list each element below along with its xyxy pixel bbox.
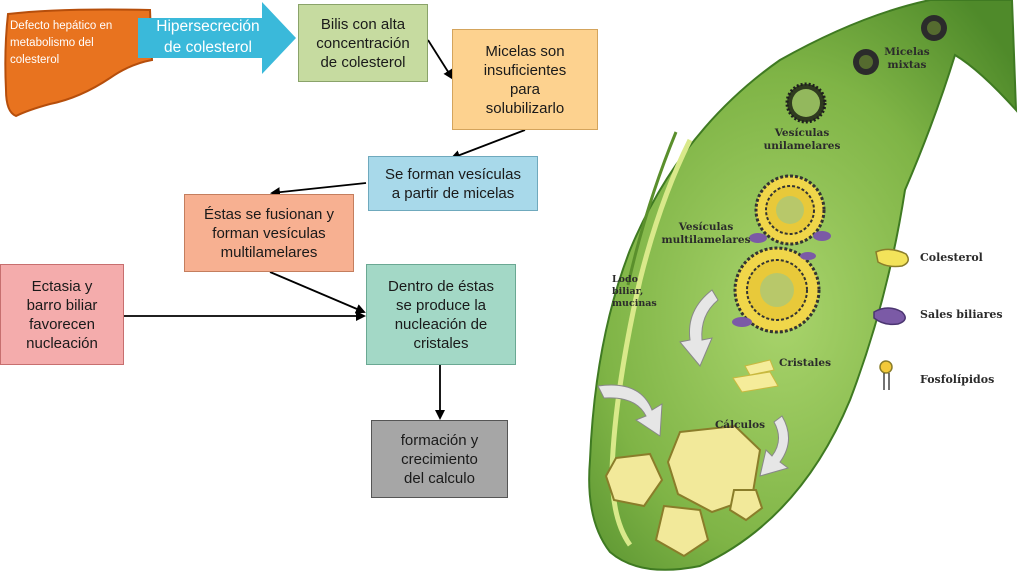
dentro-text: Dentro de éstas se produce la nucleación…	[388, 277, 494, 352]
liver-label: Defecto hepático en metabolismo del cole…	[10, 20, 113, 66]
multilamellar-vesicle-icon	[749, 174, 831, 246]
crystal-icon	[732, 359, 779, 393]
label-lodo-biliar: Lodo biliar, mucinas	[612, 274, 657, 309]
curved-arrow-icon	[597, 384, 663, 437]
label-vesiculas-multilamelares: Vesículas multilamelares	[661, 221, 751, 246]
ectasia-box: Ectasia y barro biliar favorecen nucleac…	[0, 264, 124, 365]
fusionan-box: Éstas se fusionan y forman vesículas mul…	[184, 194, 354, 272]
legend-colesterol: Colesterol	[920, 251, 983, 264]
liver-shape	[4, 8, 154, 118]
curved-arrow-icon	[679, 289, 719, 367]
formacion-box: formación y crecimiento del calculo	[371, 420, 508, 498]
label-cristales: Cristales	[778, 357, 832, 369]
mixed-micelle-icon	[853, 15, 947, 75]
hypersecretion-arrow-shape	[138, 2, 296, 74]
dentro-box: Dentro de éstas se produce la nucleación…	[366, 264, 516, 365]
curved-arrow-icon	[759, 415, 790, 477]
legend-sales-biliares: Sales biliares	[920, 308, 1003, 321]
label-micelas-mixtas: Micelas mixtas	[884, 46, 930, 71]
bilis-text: Bilis con alta concentración de colester…	[316, 15, 410, 71]
vesiculas-box: Se forman vesículas a partir de micelas	[368, 156, 538, 211]
hypersecretion-label: Hipersecreción de colesterol	[156, 18, 260, 56]
multilamellar-vesicle-large-icon	[732, 246, 821, 334]
bile-salts-legend-icon	[873, 307, 906, 326]
unilamellar-vesicle-icon	[785, 82, 827, 124]
fusionan-text: Éstas se fusionan y forman vesículas mul…	[203, 205, 335, 261]
legend-fosfolipidos: Fosfolípidos	[920, 373, 995, 386]
bilis-box: Bilis con alta concentración de colester…	[298, 4, 428, 82]
label-vesiculas-unilamelares: Vesículas unilamelares	[763, 127, 841, 152]
micelas-box: Micelas son insuficientes para solubiliz…	[452, 29, 598, 130]
micelas-text: Micelas son insuficientes para solubiliz…	[483, 42, 567, 117]
cholesterol-legend-icon	[875, 248, 909, 268]
vesiculas-text: Se forman vesículas a partir de micelas	[385, 165, 521, 202]
ectasia-text: Ectasia y barro biliar favorecen nucleac…	[26, 277, 98, 352]
gallstone-icon	[604, 424, 764, 558]
formacion-text: formación y crecimiento del calculo	[400, 431, 479, 487]
phospholipid-legend-icon	[879, 360, 893, 390]
label-calculos: Cálculos	[714, 419, 766, 431]
